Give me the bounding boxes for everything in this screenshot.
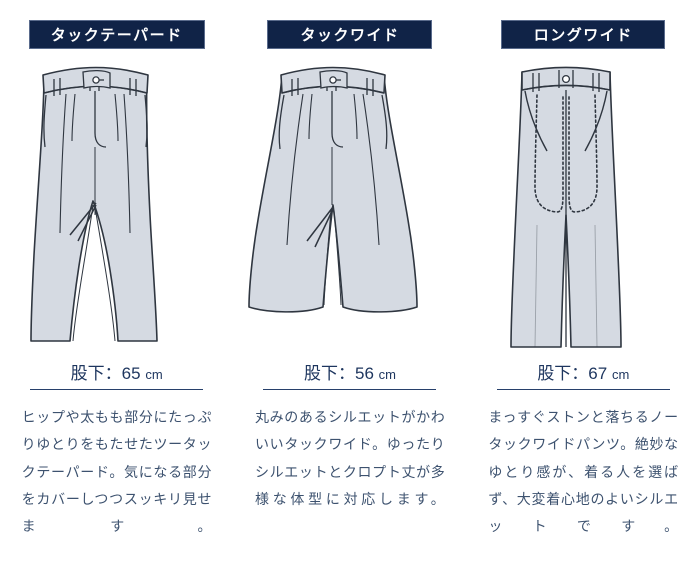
wide-cropped-pants-drawing bbox=[248, 66, 419, 313]
inseam-label-long-wide: 股下：67 cm bbox=[496, 359, 670, 390]
inseam-unit: cm bbox=[378, 367, 396, 382]
description-long-wide: まっすぐストンと落ちるノータックワイドパンツ。絶妙なゆとり感が、着る人を選ばず、… bbox=[488, 409, 679, 535]
banner-wide: タックワイド bbox=[267, 20, 433, 49]
description-tapered: ヒップや太もも部分にたっぷりゆとりをもたせたツータックテーパード。気になる部分を… bbox=[21, 409, 212, 535]
long-wide-pants-drawing bbox=[510, 66, 622, 348]
inseam-label-wide: 股下：56 cm bbox=[263, 359, 437, 390]
tapered-pants-drawing bbox=[30, 66, 158, 342]
banner-long-wide: ロングワイド bbox=[501, 20, 666, 49]
pants-card-long-wide: ロングワイド bbox=[467, 0, 700, 563]
inseam-label-tapered: 股下：65 cm bbox=[30, 359, 204, 390]
inseam-unit: cm bbox=[145, 367, 163, 382]
inseam-unit: cm bbox=[611, 367, 630, 382]
illustration-wide-cropped-pants bbox=[233, 55, 466, 355]
pants-card-tapered: タックテーパード bbox=[0, 0, 233, 563]
illustration-long-wide-pants bbox=[467, 55, 700, 355]
illustration-tapered-pants bbox=[0, 55, 233, 355]
banner-label: タックテーパード bbox=[50, 27, 183, 44]
banner-label: タックワイド bbox=[300, 27, 400, 44]
banner-tapered: タックテーパード bbox=[28, 20, 205, 49]
pants-card-wide: タックワイド bbox=[233, 0, 466, 563]
description-wide: 丸みのあるシルエットがかわいいタックワイド。ゆったりシルエットとクロプト丈が多様… bbox=[254, 409, 445, 507]
banner-label: ロングワイド bbox=[533, 27, 633, 44]
